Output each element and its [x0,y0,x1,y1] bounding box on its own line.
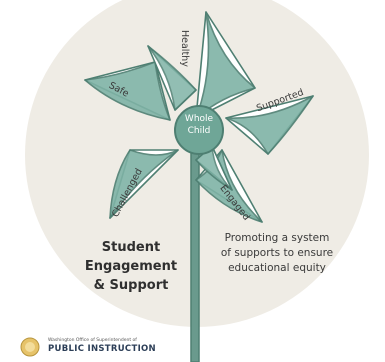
tagline-line-1: Promoting a system [224,232,330,244]
heading-line-3: & Support [93,278,169,293]
blade-safe [84,61,171,121]
blade-healthy [195,11,256,119]
center-label: Whole Child [177,113,221,137]
footer-org-line: Washington Office of Superintendent of [48,338,137,343]
blade-upper [147,45,197,111]
pinwheel-blades [84,11,314,223]
tagline-line-2: of supports to ensure [220,247,334,259]
main-heading: Student Engagement & Support [66,238,196,295]
heading-line-2: Engagement [84,259,178,274]
tagline: Promoting a system of supports to ensure… [202,231,352,276]
blade-supported [225,95,314,155]
center-label-line2: Child [187,126,211,136]
tagline-line-3: educational equity [228,262,326,274]
center-label-line1: Whole [184,114,214,124]
footer-org-name: PUBLIC INSTRUCTION [48,344,156,354]
center-hub [174,105,224,155]
ospi-seal-icon [20,337,40,357]
heading-line-1: Student [101,240,161,255]
blade-label-healthy: Healthy [179,30,190,67]
blade-challenged [109,149,179,219]
